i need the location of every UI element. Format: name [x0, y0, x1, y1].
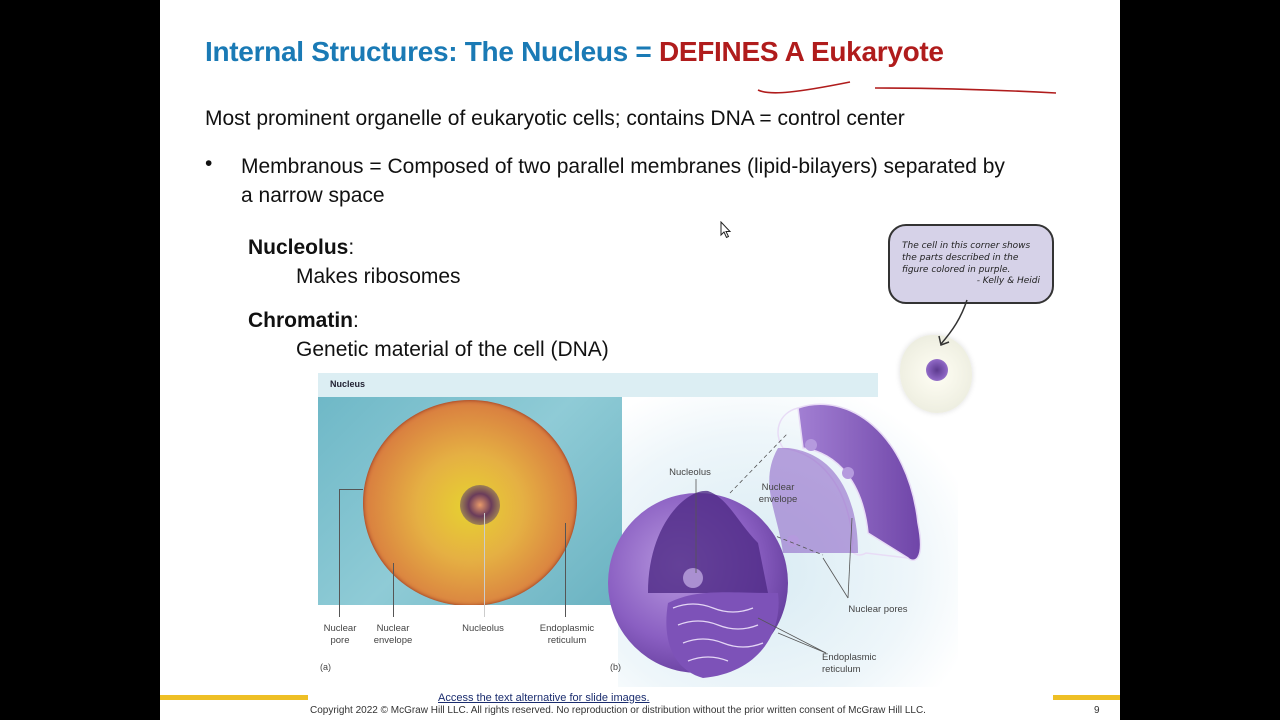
definition-chromatin: Genetic material of the cell (DNA) [296, 338, 609, 361]
title-emphasis: DEFINES A Eukaryote [658, 36, 944, 67]
nucleus-illustration [608, 403, 922, 678]
panel-a-label: (a) [320, 662, 331, 672]
term-colon: : [353, 309, 359, 332]
leader-line [565, 523, 566, 617]
bullet-symbol: • [205, 152, 213, 175]
figure-header: Nucleus [318, 373, 878, 397]
leader-line [339, 489, 340, 617]
callout-arrow-icon [938, 299, 968, 347]
mini-nucleus [926, 359, 948, 381]
ink-underline-annotation [757, 81, 1057, 94]
term-label: Chromatin [248, 309, 353, 332]
leader-line [393, 563, 394, 617]
term-nucleolus: Nucleolus: [248, 236, 354, 260]
term-colon: : [348, 236, 355, 259]
label-nucleolus-a: Nucleolus [462, 623, 504, 634]
slide: Internal Structures: The Nucleus = DEFIN… [160, 0, 1120, 720]
text-alternative-link[interactable]: Access the text alternative for slide im… [438, 692, 650, 704]
callout-signature: - Kelly & Heidi [976, 276, 1040, 286]
copyright-text: Copyright 2022 © McGraw Hill LLC. All ri… [310, 705, 926, 716]
definition-nucleolus: Makes ribosomes [296, 265, 461, 288]
mouse-cursor-icon [720, 221, 732, 239]
label-nuclear-pores: Nuclear pores [848, 604, 908, 615]
figure-header-label: Nucleus [330, 379, 366, 389]
leader-line [484, 513, 485, 617]
nucleolus-micrograph [460, 485, 500, 525]
bullet-text: Membranous = Composed of two parallel me… [241, 155, 1005, 207]
panel-b-label: (b) [610, 662, 621, 672]
mini-cell-icon [900, 335, 972, 413]
callout-text: The cell in this corner shows the parts … [902, 241, 1031, 275]
intro-text: Most prominent organelle of eukaryotic c… [205, 107, 905, 130]
leader-line [339, 489, 363, 490]
footer-accent-bar-left [160, 695, 308, 700]
micrograph-panel-a [318, 397, 622, 605]
term-chromatin: Chromatin: [248, 309, 359, 333]
label-nucleolus-b: Nucleolus [669, 467, 711, 478]
slide-title: Internal Structures: The Nucleus = DEFIN… [205, 36, 944, 68]
callout-bubble: The cell in this corner shows the parts … [888, 224, 1054, 304]
page-number: 9 [1094, 705, 1100, 716]
footer-accent-bar-right [1053, 695, 1120, 700]
term-label: Nucleolus [248, 236, 349, 259]
title-main: Internal Structures: The Nucleus = [205, 36, 659, 67]
